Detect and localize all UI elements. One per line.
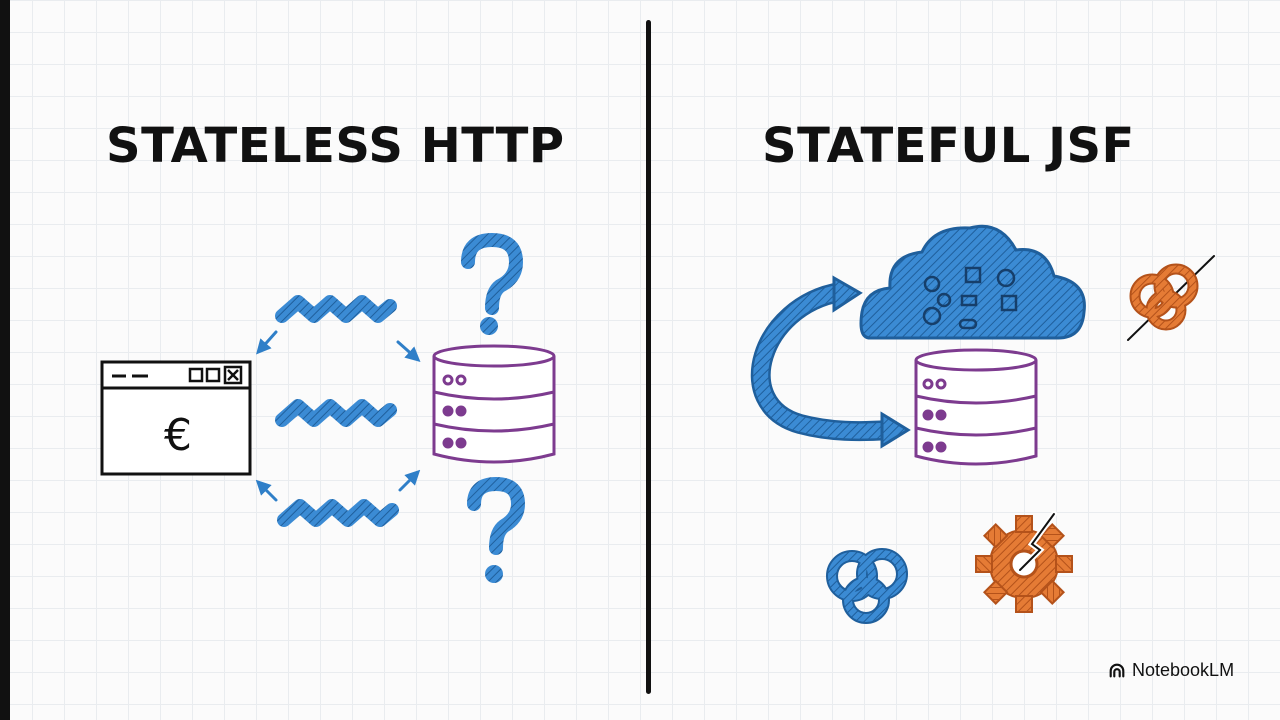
request-waves [275, 295, 399, 527]
arrow-to-browser-top [256, 330, 278, 355]
wave-middle [275, 399, 397, 427]
question-mark-icon [461, 232, 524, 335]
state-roundtrip-arrow [750, 275, 911, 449]
wave-bottom [277, 499, 399, 527]
question-mark-icon [467, 476, 526, 583]
wave-top [275, 295, 397, 323]
database-server-icon [914, 348, 1038, 466]
minimize-icon [188, 367, 204, 383]
notebooklm-logo-icon [1109, 663, 1125, 677]
left-panel-title: STATELESS HTTP [106, 118, 565, 174]
frame-edge [0, 0, 10, 720]
notebooklm-branding: NotebookLM [1108, 660, 1234, 681]
right-panel-title: STATEFUL JSF [762, 118, 1135, 174]
arrow-to-server-top [396, 340, 421, 362]
browser-window-icon: € [100, 360, 252, 476]
tangled-knot-icon [826, 548, 908, 624]
browser-glyph: € [164, 410, 192, 461]
arrow-to-server-bottom [398, 469, 421, 492]
brand-name: NotebookLM [1132, 660, 1235, 680]
arrow-to-browser-bottom [255, 479, 278, 502]
database-server-icon [432, 344, 556, 464]
cloud-icon [859, 224, 1086, 340]
broken-gear-icon [975, 511, 1073, 613]
close-icon [223, 365, 243, 385]
maximize-icon [205, 367, 221, 383]
tangled-knot-icon [1127, 255, 1215, 341]
center-divider [646, 20, 651, 694]
